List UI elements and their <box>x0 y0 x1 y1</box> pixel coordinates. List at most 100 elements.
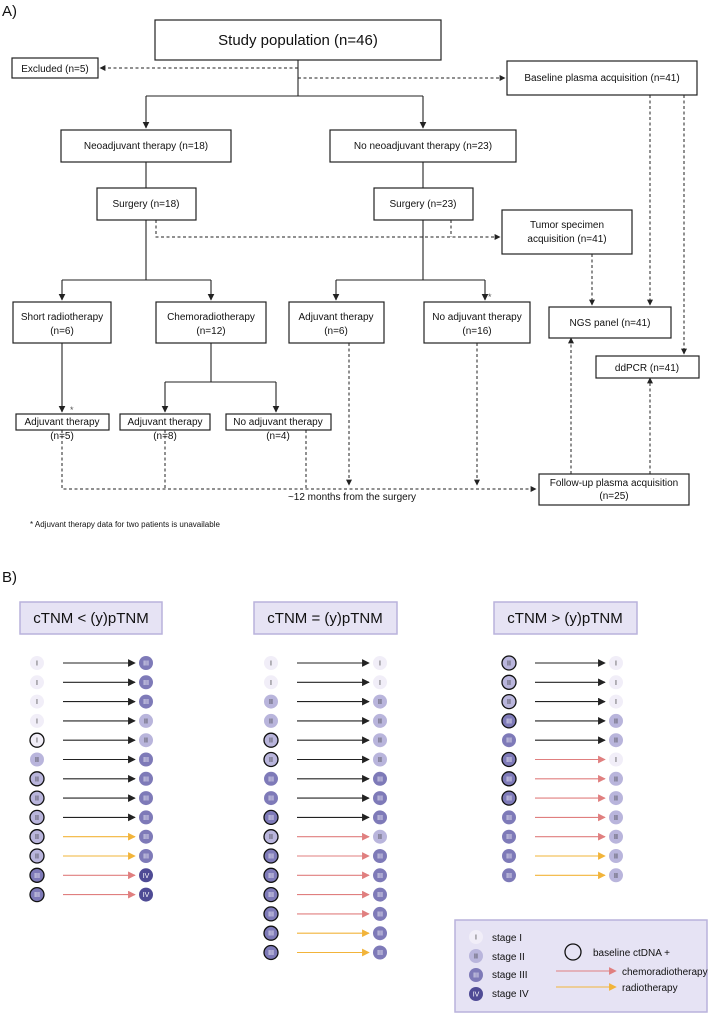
svg-text:Excluded (n=5): Excluded (n=5) <box>21 64 89 75</box>
cTNM-stage-marker: II <box>264 713 278 728</box>
legend-ctdna: baseline ctDNA + <box>593 948 670 959</box>
cTNM-stage-marker: II <box>501 693 517 710</box>
legend-stage3: stage III <box>492 970 528 981</box>
svg-text:No adjuvant therapy: No adjuvant therapy <box>432 312 522 323</box>
svg-text:ddPCR (n=41): ddPCR (n=41) <box>615 363 679 374</box>
svg-text:III: III <box>143 757 149 764</box>
svg-text:Surgery (n=23): Surgery (n=23) <box>390 199 457 210</box>
ypTNM-stage-marker: III <box>139 829 153 844</box>
svg-text:I: I <box>36 699 38 706</box>
cTNM-stage-marker: I <box>30 675 44 690</box>
panel-a-label: A) <box>2 3 17 20</box>
svg-text:III: III <box>34 873 40 880</box>
svg-text:III: III <box>377 796 383 803</box>
svg-text:(n=4): (n=4) <box>266 431 290 442</box>
ypTNM-stage-marker: II <box>609 733 623 748</box>
ypTNM-stage-marker: III <box>139 791 153 806</box>
cTNM-stage-marker: III <box>263 925 279 941</box>
cTNM-stage-marker: III <box>29 886 45 903</box>
dashed-connectors <box>61 65 687 492</box>
svg-text:Chemoradiotherapy: Chemoradiotherapy <box>167 312 255 323</box>
svg-text:III: III <box>506 718 512 725</box>
ypTNM-stage-marker: II <box>609 810 623 825</box>
svg-text:(n=6): (n=6) <box>324 326 348 337</box>
short-radiotherapy-box: Short radiotherapy (n=6) <box>12 301 112 344</box>
cTNM-stage-marker: III <box>502 829 516 844</box>
svg-text:III: III <box>143 661 149 668</box>
svg-text:III: III <box>268 931 274 938</box>
cTNM-stage-marker: II <box>29 809 45 826</box>
cTNM-stage-marker: II <box>29 771 45 787</box>
svg-text:III: III <box>268 950 274 957</box>
cTNM-stage-marker: I <box>30 656 44 670</box>
ypTNM-stage-marker: II <box>609 791 623 806</box>
svg-text:I: I <box>36 738 38 745</box>
svg-text:I: I <box>615 699 617 706</box>
ypTNM-stage-marker: II <box>139 713 153 728</box>
asterisk-mark: * <box>70 405 74 415</box>
svg-text:II: II <box>35 854 39 861</box>
svg-text:III: III <box>268 873 274 880</box>
svg-text:II: II <box>35 757 39 764</box>
cTNM-stage-marker: III <box>502 868 516 883</box>
ypTNM-stage-marker: III <box>139 810 153 825</box>
ypTNM-stage-marker: I <box>373 656 387 670</box>
svg-text:I: I <box>36 718 38 725</box>
svg-text:II: II <box>614 834 618 841</box>
ypTNM-stage-marker: III <box>373 810 387 825</box>
svg-text:No neoadjuvant therapy (n=23): No neoadjuvant therapy (n=23) <box>354 141 492 152</box>
legend-stage4-marker: IV <box>469 987 483 1001</box>
follow-up-plasma-box: Follow-up plasma acquisition (n=25) <box>538 473 690 506</box>
svg-text:Adjuvant therapy: Adjuvant therapy <box>298 312 373 323</box>
cTNM-stage-marker: II <box>263 829 279 845</box>
ypTNM-stage-marker: III <box>373 887 387 902</box>
svg-text:(n=12): (n=12) <box>196 326 225 337</box>
svg-text:II: II <box>35 776 39 783</box>
cTNM-stage-marker: I <box>264 675 278 690</box>
svg-text:II: II <box>269 738 273 745</box>
svg-text:II: II <box>474 954 478 961</box>
surgery-23-box: Surgery (n=23) <box>373 187 474 221</box>
ngs-panel-box: NGS panel (n=41) <box>548 306 672 339</box>
legend-ctdna-marker <box>564 943 582 961</box>
svg-text:II: II <box>378 738 382 745</box>
svg-text:III: III <box>377 873 383 880</box>
ypTNM-stage-marker: II <box>609 868 623 883</box>
transition-row: II II <box>263 732 387 748</box>
svg-text:II: II <box>269 757 273 764</box>
svg-text:II: II <box>378 757 382 764</box>
ypTNM-stage-marker: III <box>139 694 153 709</box>
svg-text:III: III <box>506 776 512 783</box>
study-population-box: Study population (n=46) <box>154 19 442 61</box>
svg-text:II: II <box>269 718 273 725</box>
svg-text:II: II <box>614 796 618 803</box>
svg-text:II: II <box>144 738 148 745</box>
ypTNM-stage-marker: III <box>373 849 387 863</box>
no-adjuvant-16-box: No adjuvant therapy (n=16) * <box>423 292 531 344</box>
svg-text:II: II <box>35 815 39 822</box>
cTNM-stage-marker: II <box>29 829 45 845</box>
cTNM-stage-marker: III <box>502 733 516 748</box>
group-title: cTNM < (y)pTNM <box>33 610 148 627</box>
svg-text:III: III <box>143 834 149 841</box>
svg-text:III: III <box>377 776 383 783</box>
svg-text:Surgery (n=18): Surgery (n=18) <box>113 199 180 210</box>
